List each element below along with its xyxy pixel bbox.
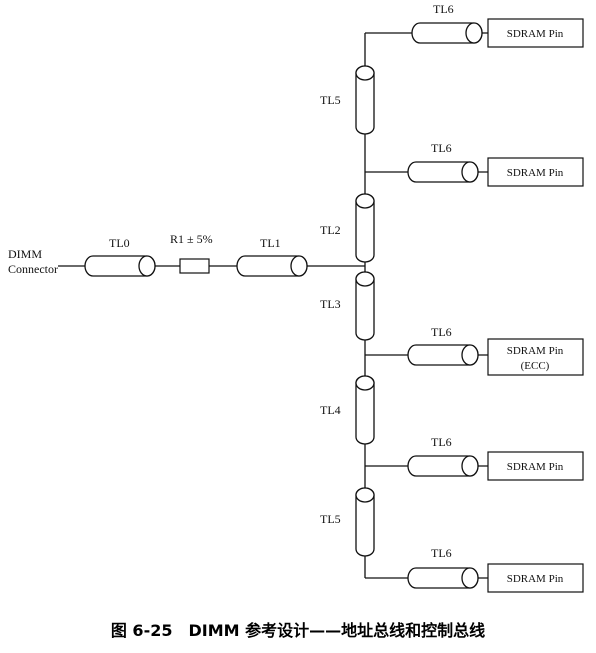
tl5-upper-line	[355, 65, 375, 135]
tl6-label-4: TL6	[431, 435, 452, 449]
tl4-label: TL4	[320, 403, 341, 417]
tl5-lower-line	[355, 487, 375, 557]
resistor-label: R1 ± 5%	[170, 232, 213, 246]
tl0-label: TL0	[109, 236, 130, 250]
sdram-pin-label-ecc: SDRAM Pin	[507, 345, 564, 357]
tl5-lower-label: TL5	[320, 512, 341, 526]
resistor-r1	[179, 258, 210, 274]
tl6-line-4	[407, 455, 479, 477]
sdram-pin-box-4	[487, 451, 584, 481]
tl1-line	[236, 255, 308, 277]
tl0-line	[84, 255, 156, 277]
sdram-pin-label-2: SDRAM Pin	[507, 167, 564, 179]
tl1-label: TL1	[260, 236, 281, 250]
tl6-line-5	[407, 567, 479, 589]
tl6-label-5: TL6	[431, 546, 452, 560]
sdram-pin-label-5: SDRAM Pin	[507, 573, 564, 585]
sdram-pin-box-2	[487, 157, 584, 187]
tl2-line	[355, 193, 375, 263]
tl6-label-2: TL6	[431, 141, 452, 155]
connector-label: Connector	[8, 262, 58, 276]
tl2-label: TL2	[320, 223, 341, 237]
tl4-line	[355, 375, 375, 445]
figure-caption: 图 6-25 DIMM 参考设计——地址总线和控制总线	[111, 621, 485, 640]
tl3-label: TL3	[320, 297, 341, 311]
tl6-line-2	[407, 161, 479, 183]
tl5-upper-label: TL5	[320, 93, 341, 107]
tl6-label-1: TL6	[433, 2, 454, 16]
dimm-label: DIMM	[8, 247, 42, 261]
sdram-pin-label-4: SDRAM Pin	[507, 461, 564, 473]
sdram-pin-box-1	[487, 18, 584, 48]
sdram-pin-label-1: SDRAM Pin	[507, 28, 564, 40]
ecc-label: (ECC)	[521, 360, 550, 372]
tl6-line-1	[411, 22, 483, 44]
tl6-label-3: TL6	[431, 325, 452, 339]
tl3-line	[355, 271, 375, 341]
sdram-pin-box-ecc	[487, 338, 584, 376]
tl6-line-3	[407, 344, 479, 366]
sdram-pin-box-5	[487, 563, 584, 593]
